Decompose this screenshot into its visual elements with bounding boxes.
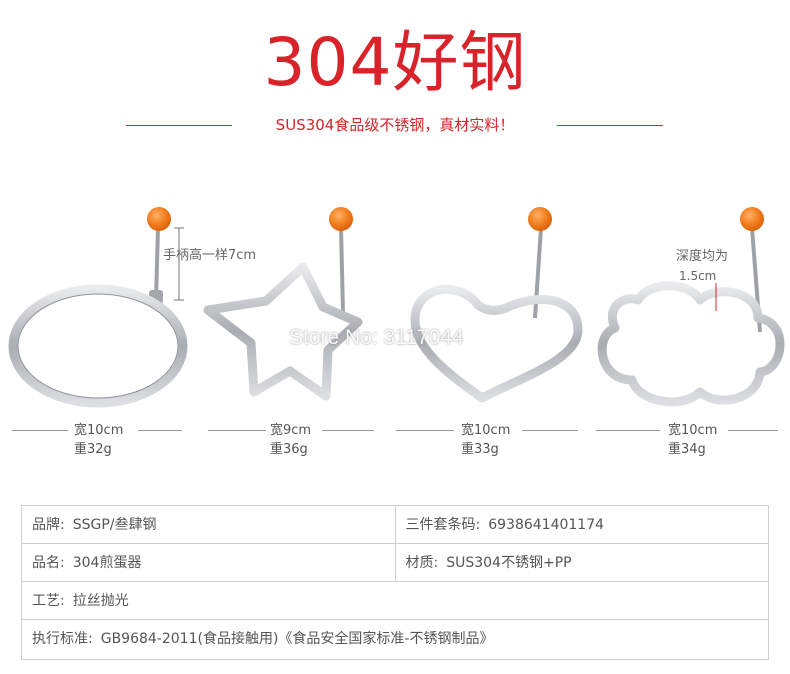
dimension-line xyxy=(522,430,578,431)
product-width: 宽10cm xyxy=(74,423,124,438)
spec-process: 工艺:拉丝抛光 xyxy=(32,593,129,609)
table-row: 工艺:拉丝抛光 xyxy=(22,582,768,620)
spec-name: 品名:304煎蛋器 xyxy=(32,555,142,571)
page-title: 304好钢 xyxy=(263,24,527,101)
handle-height-label: 手柄高一样7cm xyxy=(163,248,257,263)
spec-brand: 品牌:SSGP/叁肆钢 xyxy=(32,517,157,533)
product-weight: 重32g xyxy=(74,442,112,457)
dimension-line xyxy=(208,430,266,431)
depth-value: 1.5cm xyxy=(679,269,717,283)
subtitle-divider-left xyxy=(126,125,232,126)
product-weight: 重34g xyxy=(668,442,706,457)
product-weight: 重36g xyxy=(270,442,308,457)
table-row: 品名:304煎蛋器 材质:SUS304不锈钢+PP xyxy=(22,544,768,582)
product-width: 宽10cm xyxy=(461,423,511,438)
handle-height-marker xyxy=(174,227,184,301)
spec-material: 材质:SUS304不锈钢+PP xyxy=(394,544,769,581)
dimension-line xyxy=(12,430,68,431)
subtitle-row: SUS304食品级不锈钢，真材实料！ xyxy=(0,113,790,137)
subtitle-divider-right xyxy=(557,125,663,126)
table-row: 执行标准:GB9684-2011(食品接触用)《食品安全国家标准-不锈钢制品》 xyxy=(22,620,768,659)
dimension-line xyxy=(138,430,182,431)
product-width: 宽9cm xyxy=(270,423,312,438)
spec-standard: 执行标准:GB9684-2011(食品接触用)《食品安全国家标准-不锈钢制品》 xyxy=(32,631,494,647)
flower-egg-ring-icon xyxy=(597,207,785,407)
subtitle: SUS304食品级不锈钢，真材实料！ xyxy=(275,116,515,134)
heart-egg-ring-icon xyxy=(410,207,583,403)
dimension-line xyxy=(396,430,454,431)
store-watermark: Store No: 3117044 xyxy=(289,326,464,349)
dimension-line xyxy=(728,430,778,431)
dimension-line xyxy=(596,430,660,431)
round-egg-ring-icon xyxy=(8,207,188,408)
spec-table: 品牌:SSGP/叁肆钢 三件套条码:6938641401174 品名:304煎蛋… xyxy=(21,505,769,660)
dimension-line xyxy=(322,430,374,431)
product-width: 宽10cm xyxy=(668,423,718,438)
table-row: 品牌:SSGP/叁肆钢 三件套条码:6938641401174 xyxy=(22,506,768,544)
depth-label: 深度均为 xyxy=(676,249,729,264)
star-egg-ring-icon xyxy=(203,207,363,401)
product-photo xyxy=(8,207,785,408)
spec-barcode: 三件套条码:6938641401174 xyxy=(394,506,769,543)
product-weight: 重33g xyxy=(461,442,499,457)
